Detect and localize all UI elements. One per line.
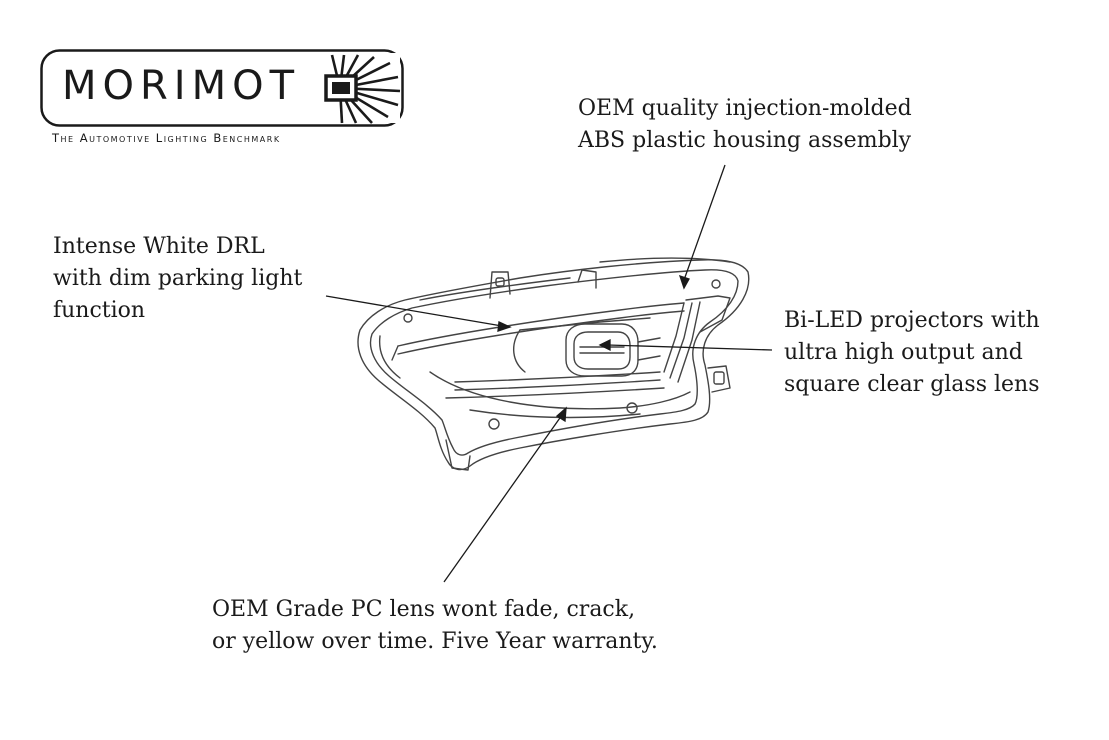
callout-drl-line-2: with dim parking light [53, 266, 303, 291]
callout-drl-line-1: Intense White DRL [53, 234, 265, 259]
leader-line-housing [683, 164, 726, 281]
leader-lines [325, 164, 773, 583]
arrowhead-housing [678, 274, 690, 290]
leader-line-drl [325, 295, 503, 327]
arrowhead-drl [497, 321, 512, 332]
arrowhead-projector [598, 338, 611, 352]
brand-logo: MORIMOT [40, 49, 404, 127]
callout-housing: OEM quality injection-molded ABS plastic… [578, 93, 912, 157]
callout-drl-line-3: function [53, 298, 146, 323]
callout-housing-line-2: ABS plastic housing assembly [578, 128, 912, 153]
callout-lens-line-1: OEM Grade PC lens wont fade, crack, [212, 597, 636, 622]
logo-frame [40, 49, 404, 127]
callout-projector-line-2: ultra high output and [784, 340, 1023, 365]
brand-tagline: The Automotive Lighting Benchmark [52, 131, 281, 145]
arrowhead-lens [555, 406, 567, 423]
rising-sun-icon [324, 53, 401, 124]
callout-drl: Intense White DRL with dim parking light… [53, 231, 302, 327]
logo-wordmark: MORIMOT [62, 63, 301, 109]
callout-lens-line-2: or yellow over time. Five Year warranty. [212, 629, 658, 654]
callout-housing-line-1: OEM quality injection-molded [578, 96, 912, 121]
callout-projector: Bi-LED projectors with ultra high output… [784, 305, 1040, 401]
leader-line-projector [607, 344, 773, 351]
callout-projector-line-3: square clear glass lens [784, 372, 1040, 397]
headlight-drawing [357, 257, 750, 471]
callout-projector-line-1: Bi-LED projectors with [784, 308, 1040, 333]
callout-lens: OEM Grade PC lens wont fade, crack, or y… [212, 594, 658, 658]
leader-line-lens [443, 414, 563, 583]
